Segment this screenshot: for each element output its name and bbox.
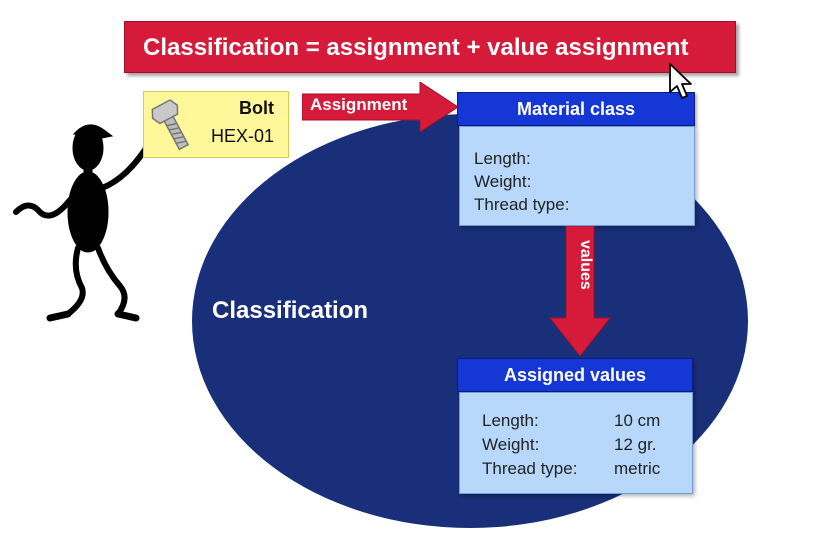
mouse-pointer-icon <box>669 63 692 99</box>
value-label: Thread type: <box>482 459 578 478</box>
object-card: Bolt HEX-01 <box>143 91 289 158</box>
values-arrow <box>548 226 612 357</box>
object-name: Bolt <box>239 98 274 118</box>
assignment-label: Assignment <box>310 95 408 114</box>
value-row: Thread type: metric <box>482 457 692 481</box>
material-class-body: Length: Weight: Thread type: <box>459 126 695 226</box>
assigned-values-header: Assigned values <box>457 358 693 392</box>
value-text: 10 cm <box>614 411 661 430</box>
bolt-icon <box>151 99 190 151</box>
assigned-values-body: Length: 10 cm Weight: 12 gr. Thread type… <box>459 392 693 494</box>
value-label: Weight: <box>482 435 540 454</box>
characteristic-length: Length: <box>474 149 531 168</box>
classification-label: Classification <box>212 297 369 324</box>
object-code: HEX-01 <box>210 126 274 146</box>
value-row: Length: 10 cm <box>482 409 692 433</box>
characteristic-thread-type: Thread type: <box>474 195 570 214</box>
material-class-header: Material class <box>457 92 695 126</box>
title-banner: Classification = assignment + value assi… <box>124 21 736 73</box>
assignment-arrow <box>302 82 459 132</box>
value-row: Weight: 12 gr. <box>482 433 692 457</box>
values-label: values <box>577 240 594 290</box>
value-label: Length: <box>482 411 539 430</box>
characteristic-weight: Weight: <box>474 172 532 191</box>
value-text: 12 gr. <box>614 435 657 454</box>
value-text: metric <box>614 459 661 478</box>
